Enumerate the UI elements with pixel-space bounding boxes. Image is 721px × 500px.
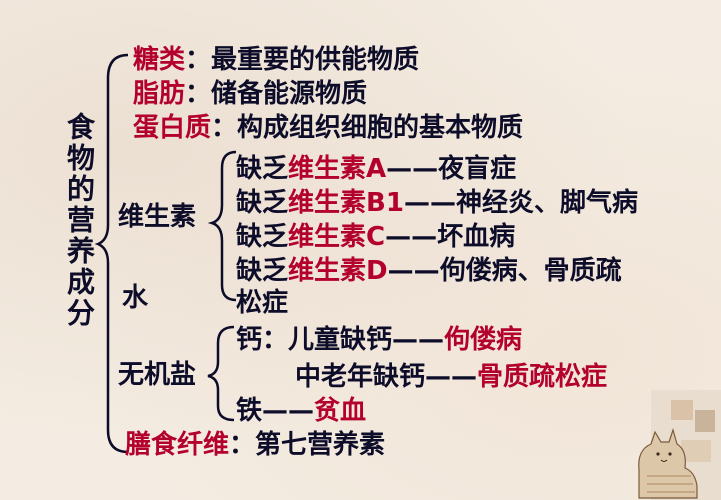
mineral-brace: [207, 325, 235, 422]
fiber-term: 膳食纤维: [125, 430, 230, 460]
vitamin-name: 维生素C: [288, 222, 386, 252]
sugar-row: 糖类：最重要的供能物质: [133, 45, 419, 75]
vitamin-name: 维生素B1: [288, 188, 404, 218]
iron-row: 铁——贫血: [236, 396, 366, 426]
vitamin-name: 维生素A: [288, 154, 387, 184]
fiber-desc: ：第七营养素: [229, 430, 386, 460]
sugar-term: 糖类: [133, 45, 186, 75]
iron-prefix: 铁——: [236, 396, 315, 426]
vitamin-disease: ——夜盲症: [386, 154, 517, 184]
calcium-elder-disease: 骨质疏松症: [477, 362, 608, 392]
vitamin-prefix: 缺乏: [236, 188, 289, 218]
vitamin-label: 维生素: [118, 202, 197, 232]
vitamin-row: 缺乏维生素C——坏血病: [236, 222, 515, 252]
vitamin-row: 缺乏维生素A——夜盲症: [236, 154, 516, 184]
main-brace: [94, 53, 129, 454]
vitamin-row: 缺乏维生素B1——神经炎、脚气病: [236, 188, 638, 218]
calcium-elder-row: 中老年缺钙——骨质疏松症: [295, 362, 607, 392]
vitamin-disease: ——坏血病: [385, 222, 516, 252]
calcium-row: 钙：儿童缺钙——佝偻病: [236, 325, 522, 355]
calcium-prefix: 钙：儿童缺钙——: [236, 325, 445, 355]
protein-desc: ：构成组织细胞的基本物质: [211, 113, 524, 143]
vitamin-prefix: 缺乏: [236, 256, 289, 286]
vitamin-disease: ——神经炎、脚气病: [403, 188, 638, 218]
vitamin-wrap: 松症: [236, 288, 289, 318]
vitamin-brace: [207, 150, 237, 302]
mineral-label: 无机盐: [118, 360, 197, 390]
protein-row: 蛋白质：构成组织细胞的基本物质: [133, 113, 523, 143]
fiber-row: 膳食纤维：第七营养素: [125, 430, 385, 460]
fat-row: 脂肪：储备能源物质: [133, 79, 367, 109]
vitamin-disease: ——佝偻病、骨质疏: [387, 256, 622, 286]
fat-desc: ：储备能源物质: [185, 79, 368, 109]
protein-term: 蛋白质: [133, 113, 212, 143]
cat-illustration: [638, 390, 721, 500]
vitamin-prefix: 缺乏: [236, 222, 289, 252]
calcium-child-disease: 佝偻病: [444, 325, 523, 355]
vitamin-prefix: 缺乏: [236, 154, 289, 184]
fat-term: 脂肪: [133, 79, 186, 109]
calcium-elder-prefix: 中老年缺钙——: [295, 362, 478, 392]
water-label: 水: [122, 283, 149, 313]
root-label: 食物的营养成分: [63, 112, 96, 329]
iron-disease: 贫血: [314, 396, 367, 426]
vitamin-name: 维生素D: [288, 256, 388, 286]
sugar-desc: ：最重要的供能物质: [185, 45, 420, 75]
vitamin-row: 缺乏维生素D——佝偻病、骨质疏: [236, 256, 622, 286]
